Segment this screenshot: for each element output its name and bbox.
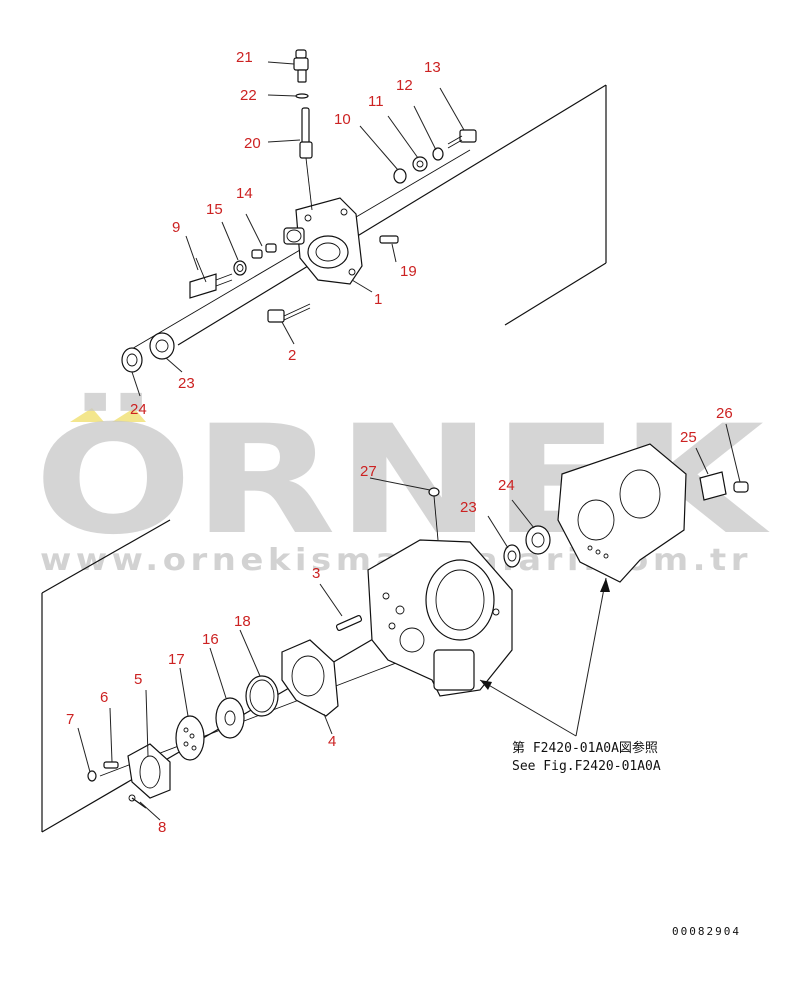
part-3-dowel (335, 615, 363, 631)
part-12-washer (432, 147, 444, 161)
part-23-seal-upper (149, 332, 175, 360)
callout-5: 5 (134, 671, 142, 688)
part-7-ring (87, 770, 97, 782)
callout-3: 3 (312, 565, 320, 582)
callout-22: 22 (240, 87, 257, 104)
part-15-seal (233, 260, 247, 276)
callout-23-lower: 23 (460, 499, 477, 516)
callout-labels: 21 22 20 10 11 12 13 14 15 9 19 1 2 23 2… (66, 49, 733, 836)
drawing-number: 00082904 (672, 925, 741, 938)
callout-8: 8 (158, 819, 166, 836)
arrow-to-case (480, 680, 492, 690)
watermark-accent-left (70, 408, 104, 422)
callout-25: 25 (680, 429, 697, 446)
part-21-fitting (293, 49, 309, 83)
watermark-accent-right (112, 408, 146, 422)
part-17-rotor (175, 715, 205, 761)
callout-1: 1 (374, 291, 382, 308)
callout-21: 21 (236, 49, 253, 66)
callout-27: 27 (360, 463, 377, 480)
callout-20: 20 (244, 135, 261, 152)
callout-2: 2 (288, 347, 296, 364)
part-18-oring (245, 675, 279, 717)
part-16-plate (215, 697, 245, 739)
part-27-fitting (428, 487, 440, 541)
callout-18: 18 (234, 613, 251, 630)
callout-24-upper: 24 (130, 401, 147, 418)
part-19-pin (379, 235, 399, 244)
reference-note-en: See Fig.F2420-01A0A (512, 759, 661, 774)
callout-11: 11 (368, 93, 384, 110)
callout-7: 7 (66, 711, 74, 728)
part-26-plug (733, 481, 749, 493)
part-20-shaft (299, 107, 313, 211)
callout-6: 6 (100, 689, 108, 706)
callout-9: 9 (172, 219, 180, 236)
part-24-oil-seal-lower (525, 525, 551, 555)
part-1-cover (283, 197, 363, 285)
rear-case (557, 443, 687, 583)
part-25-cover (699, 471, 727, 501)
callout-23-upper: 23 (178, 375, 195, 392)
part-4-gasket (281, 639, 339, 717)
part-8-pin (128, 794, 147, 809)
part-9-bracket (189, 257, 233, 299)
callout-16: 16 (202, 631, 219, 648)
part-2-bolt (267, 303, 311, 323)
part-11-washer (412, 156, 428, 172)
part-22-oring (295, 93, 309, 99)
part-6-pin (103, 761, 119, 769)
part-5-housing (127, 743, 171, 799)
part-13-bolt (447, 129, 477, 149)
callout-4: 4 (328, 733, 336, 750)
part-14-plugs (251, 243, 277, 259)
callout-26: 26 (716, 405, 733, 422)
part-24-oil-seal-upper (121, 347, 143, 373)
callout-17: 17 (168, 651, 185, 668)
callout-10: 10 (334, 111, 351, 128)
callout-24-lower: 24 (498, 477, 515, 494)
callout-14: 14 (236, 185, 253, 202)
transmission-case (367, 539, 513, 697)
callout-13: 13 (424, 59, 441, 76)
reference-note-jp: 第 F2420-01A0A図参照 (512, 740, 658, 756)
part-23-seal-lower (503, 544, 521, 568)
part-10-collar (393, 168, 407, 184)
leader-lines (77, 61, 741, 821)
callout-12: 12 (396, 77, 413, 94)
arrow-to-rear-case (600, 578, 610, 592)
upper-frame (177, 84, 607, 346)
callout-19: 19 (400, 263, 417, 280)
callout-15: 15 (206, 201, 223, 218)
